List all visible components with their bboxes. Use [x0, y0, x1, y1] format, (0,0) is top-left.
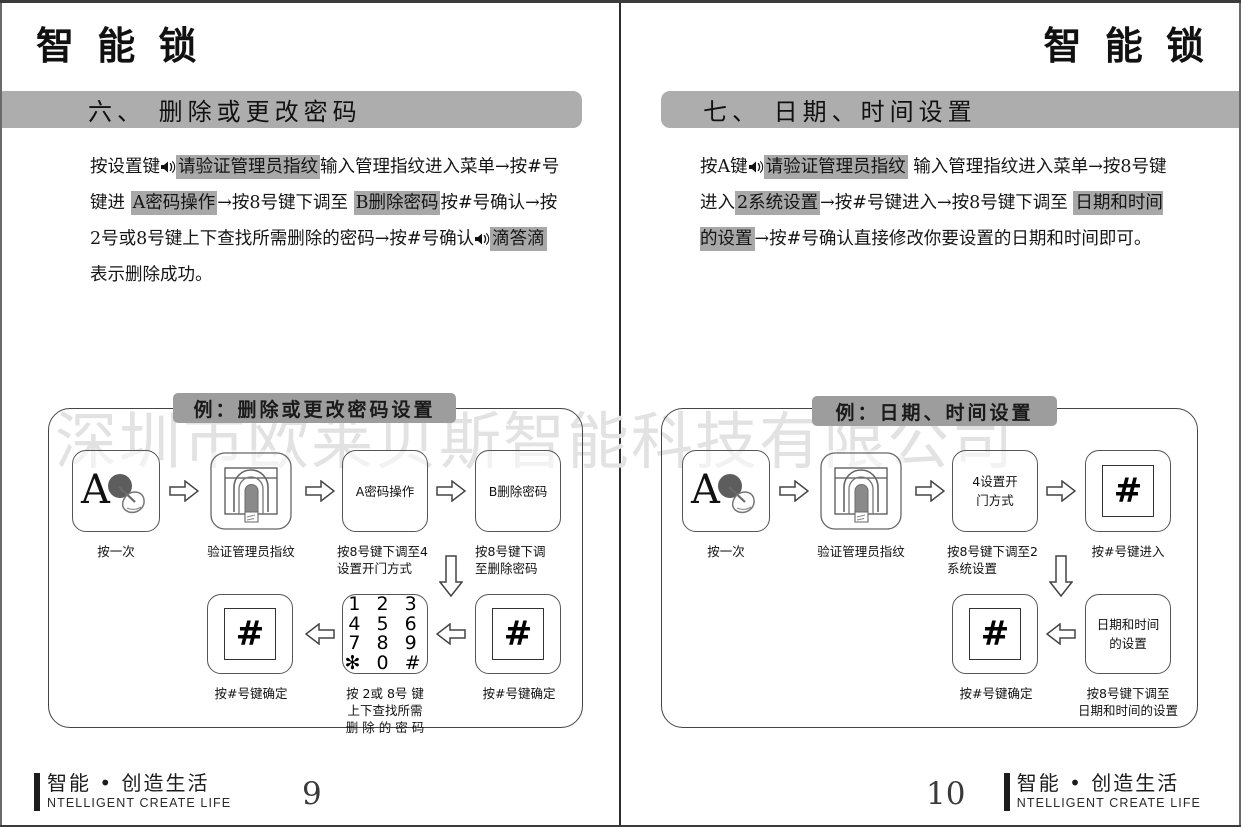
- footer-logo-cn-right: 智能 • 创造生活: [1016, 771, 1180, 795]
- arrow-right-icon-1-right: [779, 479, 810, 507]
- flow-box-a-key-right: A: [682, 450, 770, 532]
- flow-box-a-key-left: A: [72, 450, 160, 532]
- footer-logo-cn-left: 智能 • 创造生活: [47, 771, 210, 795]
- flow-caption-fingerprint-left: 验证管理员指纹: [207, 544, 295, 559]
- para-segment-2: 输入管理指纹进入菜单→按8号键进入: [700, 157, 1167, 213]
- arrow-down-icon-left: [438, 555, 464, 602]
- flow-caption-password-op-left: 按8号键下调至4 设置开门方式: [337, 544, 428, 576]
- running-head-left: 智 能 锁: [36, 24, 202, 68]
- logo-bar-icon: [34, 773, 40, 811]
- hash-key-icon: #: [224, 608, 276, 660]
- flow-caption-delete-pwd-left: 按8号键下调 至删除密码: [475, 544, 546, 576]
- para-segment-3: →按#号键进入→按8号键下调至: [820, 193, 1068, 213]
- flow-box-datetime-setting-right: 日期和时间 的设置: [1085, 594, 1171, 674]
- flow-caption-fingerprint-right: 验证管理员指纹: [817, 544, 905, 559]
- svg-text:A: A: [80, 467, 111, 513]
- arrow-right-icon-3-right: [1046, 479, 1077, 507]
- a-key-press-icon: A: [80, 467, 145, 514]
- page-left: 智 能 锁 六、 删除或更改密码 按设置键请验证管理员指纹输入管理指纹进入菜单→…: [0, 3, 621, 825]
- a-key-press-icon: A: [690, 467, 755, 514]
- para-segment-2: 输入管理指纹进入菜单→按#号键进: [90, 157, 560, 213]
- footer-logo-left: 智能 • 创造生活 NTELLIGENT CREATE LIFE: [34, 772, 231, 811]
- page-right: 智 能 锁 七、 日期、时间设置 按A键请验证管理员指纹 输入管理指纹进入菜单→…: [621, 3, 1241, 825]
- arrow-right-icon-2-left: [305, 479, 336, 507]
- footer-logo-right: 智能 • 创造生活 NTELLIGENT CREATE LIFE: [1003, 771, 1201, 811]
- flow-box-text-open-mode: 4设置开 门方式: [972, 474, 1018, 508]
- section-title-right: 七、 日期、时间设置: [703, 98, 977, 126]
- arrow-down-icon-right: [1048, 555, 1074, 602]
- speaker-icon: [748, 160, 764, 174]
- flow-box-open-mode-right: 4设置开 门方式: [952, 450, 1038, 532]
- flow-caption-keypad-left: 按 2或 8号 键 上下查找所需 删 除 的 密 码: [345, 686, 425, 735]
- para-highlight-1: 请验证管理员指纹: [176, 155, 320, 179]
- running-head-right: 智 能 锁: [1043, 24, 1209, 68]
- flow-caption-a-key-left: 按一次: [97, 544, 135, 559]
- arrow-left-icon-1-right: [1045, 622, 1076, 650]
- arrow-right-icon-2-right: [915, 479, 946, 507]
- hash-key-icon: #: [969, 608, 1021, 660]
- flow-box-delete-pwd-left: B删除密码: [475, 450, 561, 532]
- example-label-right: 例：日期、时间设置: [812, 396, 1057, 426]
- page-number-right: 10: [926, 776, 966, 812]
- flow-box-password-op-left: A密码操作: [342, 450, 428, 532]
- para-highlight-1: 请验证管理员指纹: [763, 155, 908, 179]
- fingerprint-icon: [820, 452, 902, 530]
- flow-box-keypad-left: 1 2 3 4 5 6 7 8 9 ✻ 0 #: [342, 594, 428, 674]
- flow-box-fingerprint-left: [207, 450, 295, 532]
- flow-box-hash-confirm-2-left: #: [475, 594, 561, 674]
- para-highlight-2: 2系统设置: [735, 191, 821, 215]
- svg-text:A: A: [690, 467, 721, 513]
- flow-caption-hash-confirm-2-left: 按#号键确定: [482, 686, 556, 701]
- arrow-right-icon-1-left: [169, 479, 200, 507]
- para-segment-1: 按设置键: [90, 157, 160, 177]
- page-number-left: 9: [302, 776, 322, 812]
- para-highlight-2: A密码操作: [130, 191, 218, 215]
- hash-key-icon: #: [1102, 465, 1154, 517]
- flow-caption-hash-enter-right: 按#号键进入: [1091, 544, 1165, 559]
- para-segment-4: 按#号确认→按2号或8号键上下查找所需删除的密码→按#号确认: [90, 193, 558, 249]
- footer-logo-en-left: NTELLIGENT CREATE LIFE: [47, 796, 232, 810]
- arrow-right-icon-3-left: [436, 479, 467, 507]
- arrow-left-icon-2-left: [435, 622, 466, 650]
- flow-box-hash-confirm-1-left: #: [207, 594, 293, 674]
- flow-caption-a-key-right: 按一次: [707, 544, 745, 559]
- logo-bar-icon: [1003, 773, 1010, 811]
- flow-caption-open-mode-right: 按8号键下调至2 系统设置: [947, 544, 1038, 576]
- flow-box-text-password-op: A密码操作: [355, 483, 415, 499]
- flow-box-text-datetime: 日期和时间 的设置: [1096, 617, 1160, 651]
- para-segment-3: →按8号键下调至: [217, 193, 349, 213]
- para-segment-5: 表示删除成功。: [90, 265, 213, 285]
- flow-caption-datetime-setting-right: 按8号键下调至 日期和时间的设置: [1077, 686, 1178, 718]
- example-label-left: 例：删除或更改密码设置: [173, 393, 456, 423]
- section-header-bar-left: 六、 删除或更改密码: [2, 91, 582, 128]
- hash-key-icon: #: [492, 608, 544, 660]
- keypad-icon: 1 2 3 4 5 6 7 8 9 ✻ 0 #: [344, 593, 426, 674]
- para-segment-1: 按A键: [700, 157, 748, 177]
- flow-box-fingerprint-right: [817, 450, 905, 532]
- para-highlight-3: B删除密码: [353, 191, 441, 215]
- para-segment-4: →按#号确认直接修改你要设置的日期和时间即可。: [754, 229, 1152, 249]
- fingerprint-icon: [210, 452, 292, 530]
- footer-logo-en-right: NTELLIGENT CREATE LIFE: [1016, 796, 1201, 810]
- section-title-left: 六、 删除或更改密码: [88, 98, 362, 126]
- flow-box-text-delete-pwd: B删除密码: [488, 483, 548, 499]
- instruction-paragraph-left: 按设置键请验证管理员指纹输入管理指纹进入菜单→按#号键进 A密码操作→按8号键下…: [90, 149, 560, 293]
- flow-box-hash-enter-right: #: [1085, 450, 1171, 532]
- section-header-bar-right: 七、 日期、时间设置: [661, 91, 1239, 128]
- flow-caption-hash-confirm-right: 按#号键确定: [959, 686, 1033, 701]
- speaker-icon: [474, 232, 490, 246]
- para-highlight-4: 滴答滴: [490, 227, 547, 251]
- flow-box-hash-confirm-right: #: [952, 594, 1038, 674]
- arrow-left-icon-1-left: [304, 622, 335, 650]
- flow-caption-hash-confirm-1-left: 按#号键确定: [214, 686, 288, 701]
- speaker-icon: [160, 160, 176, 174]
